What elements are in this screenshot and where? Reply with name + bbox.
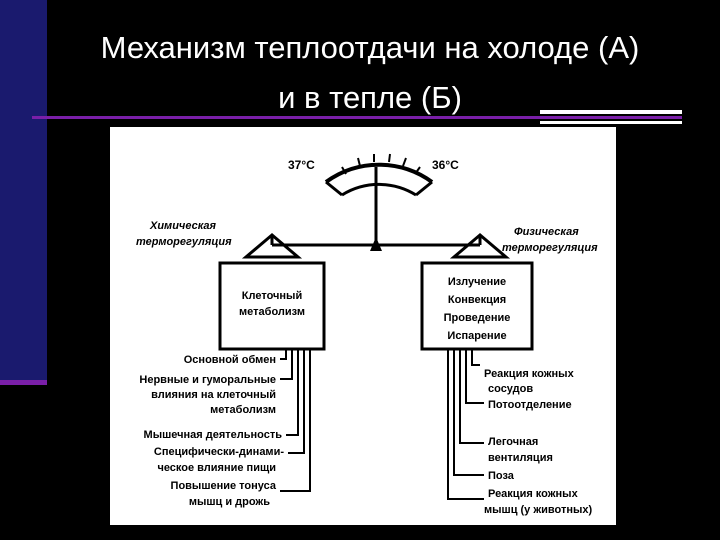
left-item-sda-2: ческое влияние пищи: [157, 462, 276, 474]
left-item-neurohumoral-1: Нервные и гуморальные: [139, 374, 276, 386]
sidebar-bar: [0, 0, 47, 385]
gauge-arc-inner: [341, 182, 417, 197]
right-item-skin-muscles-2: мышц (у животных): [484, 504, 593, 516]
gauge-label-37: 37°C: [288, 158, 315, 172]
right-item-posture: Поза: [488, 470, 515, 482]
right-pan: [449, 233, 511, 259]
left-pan: [241, 233, 303, 259]
physical-heading-line1: Физическая: [514, 226, 579, 238]
heat-loss-evaporation: Испарение: [447, 330, 506, 342]
thermoregulation-diagram: 37°C 36°C Химическая терморегуляция Физи…: [110, 127, 616, 525]
heat-loss-convection: Конвекция: [448, 294, 506, 306]
right-item-ventilation-1: Легочная: [488, 436, 538, 448]
chemical-heading-line1: Химическая: [149, 220, 217, 232]
right-item-sweating: Потоотделение: [488, 399, 572, 411]
slide-title-line2: и в тепле (Б): [278, 80, 462, 115]
right-connectors: [447, 349, 484, 500]
right-item-ventilation-2: вентиляция: [488, 452, 553, 464]
sidebar-accent-line: [0, 380, 47, 385]
title-underline: [32, 116, 682, 119]
title-accent-bar-2: [540, 121, 682, 124]
chemical-heading-line2: терморегуляция: [136, 236, 232, 248]
heat-loss-box: [420, 261, 534, 351]
gauge-side-right: [415, 180, 433, 197]
balance-pivot: [370, 237, 382, 251]
left-item-tone-2: мышц и дрожь: [189, 496, 270, 508]
diagram-svg: 37°C 36°C Химическая терморегуляция Физи…: [136, 153, 598, 516]
heat-loss-conduction: Проведение: [444, 312, 511, 324]
left-item-sda-1: Специфически-динами-: [154, 446, 284, 458]
gauge-arc-outer: [324, 162, 434, 184]
slide-title-line1: Механизм теплоотдачи на холоде (А): [100, 30, 640, 65]
right-item-skin-vessels-2: сосудов: [488, 383, 533, 395]
cell-metabolism-label-1: Клеточный: [242, 290, 302, 302]
left-item-neurohumoral-3: метаболизм: [210, 404, 276, 416]
right-item-skin-vessels-1: Реакция кожных: [484, 368, 575, 380]
cell-metabolism-label-2: метаболизм: [239, 306, 305, 318]
title-accent-bar: [540, 110, 682, 114]
left-item-basal-metabolism: Основной обмен: [184, 354, 276, 366]
physical-heading-line2: терморегуляция: [502, 242, 598, 254]
gauge-ticks: [341, 153, 421, 175]
right-item-skin-muscles-1: Реакция кожных: [488, 488, 579, 500]
left-item-tone-1: Повышение тонуса: [171, 480, 277, 492]
left-item-muscle-activity: Мышечная деятельность: [144, 429, 283, 441]
gauge-side-left: [325, 180, 343, 197]
left-item-neurohumoral-2: влияния на клеточный: [151, 389, 276, 401]
cell-metabolism-box: [218, 261, 326, 351]
heat-loss-radiation: Излучение: [448, 276, 506, 288]
left-connectors: [280, 349, 311, 492]
gauge-label-36: 36°C: [432, 158, 459, 172]
